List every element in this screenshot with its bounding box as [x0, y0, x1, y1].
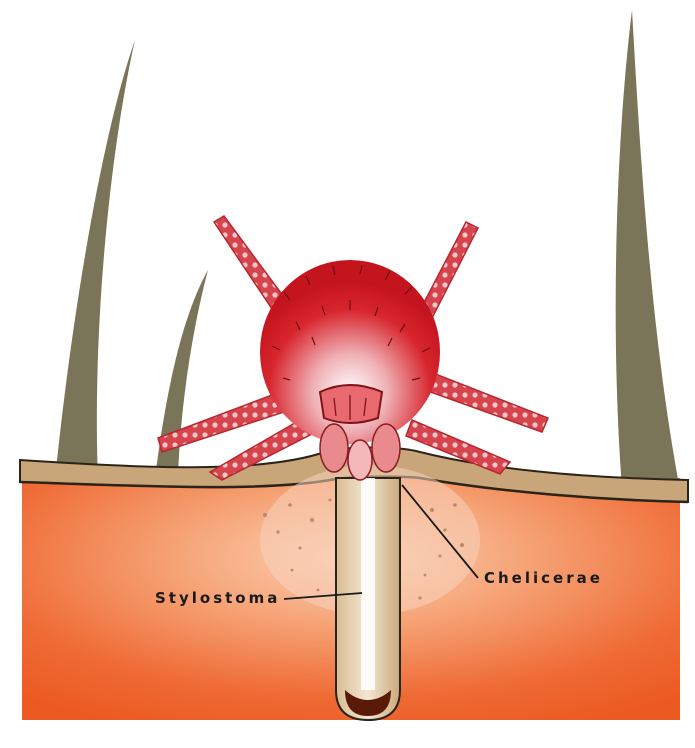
chelicerae-label: Chelicerae: [484, 569, 603, 587]
stylostome-label: Stylostoma: [155, 589, 280, 607]
hair-right-tall: [616, 10, 680, 490]
hair-left-tall: [55, 40, 135, 480]
mite-body: [260, 260, 440, 444]
mite-mouthpart-plate: [320, 385, 382, 423]
stylostome-tube: [336, 478, 400, 720]
